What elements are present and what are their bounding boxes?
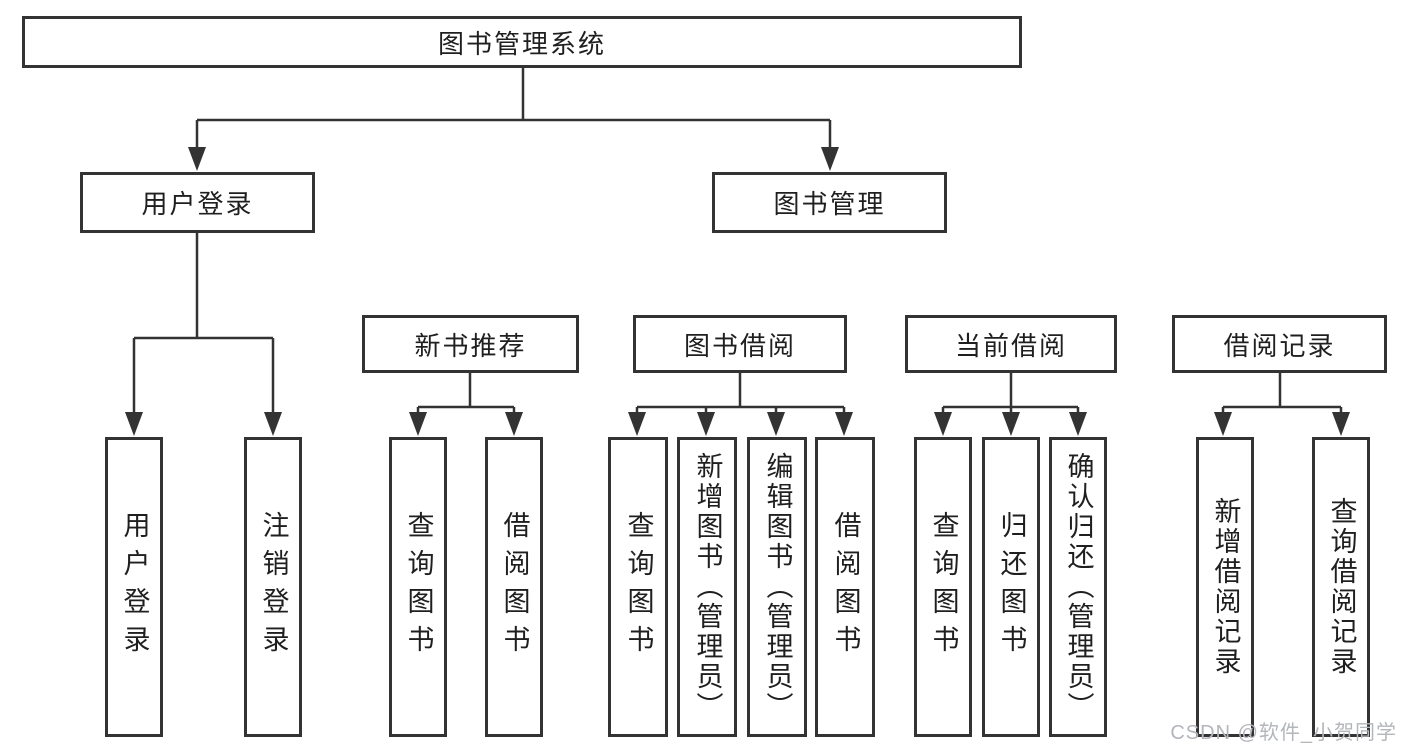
arrowheads xyxy=(125,147,1350,436)
leaf-query-books-recommend: 查询图书 xyxy=(389,437,447,737)
leaf-label: 查询图书 xyxy=(623,511,654,663)
leaf-query-books-borrowing: 查询图书 xyxy=(608,437,668,737)
leaf-label: 注销登录 xyxy=(258,511,289,663)
leaf-label: 借阅图书 xyxy=(499,511,530,663)
leaf-label: 归还图书 xyxy=(996,511,1027,663)
csdn-watermark: CSDN @软件_小贺同学 xyxy=(1170,722,1397,744)
node-new-book-recommend: 新书推荐 xyxy=(362,315,579,373)
leaf-label: 编辑图书（管理员） xyxy=(762,452,793,722)
leaf-borrow-books: 借阅图书 xyxy=(815,437,875,737)
leaf-label: 查询图书 xyxy=(403,511,434,663)
leaf-query-borrow-record: 查询借阅记录 xyxy=(1312,437,1370,737)
leaf-label: 新增图书（管理员） xyxy=(692,452,723,722)
node-label: 当前借阅 xyxy=(954,330,1067,361)
leaf-label: 查询借阅记录 xyxy=(1326,497,1357,677)
node-label: 用户登录 xyxy=(141,189,254,219)
leaf-label: 确认归还（管理员） xyxy=(1063,452,1094,722)
leaf-label: 查询图书 xyxy=(928,511,959,663)
node-label: 图书借阅 xyxy=(683,330,796,361)
leaf-logout-login: 注销登录 xyxy=(244,437,302,737)
node-label: 图书管理系统 xyxy=(437,28,606,59)
node-label: 借阅记录 xyxy=(1223,330,1336,361)
leaf-return-books: 归还图书 xyxy=(982,437,1040,737)
node-library-management-system: 图书管理系统 xyxy=(22,16,1022,68)
node-label: 图书管理 xyxy=(773,189,886,219)
leaf-label: 用户登录 xyxy=(119,511,150,663)
node-book-borrowing: 图书借阅 xyxy=(633,315,847,373)
leaf-add-borrow-record: 新增借阅记录 xyxy=(1196,437,1254,737)
leaf-add-books-admin: 新增图书（管理员） xyxy=(677,437,737,737)
node-label: 新书推荐 xyxy=(414,330,527,361)
leaf-edit-books-admin: 编辑图书（管理员） xyxy=(747,437,807,737)
node-current-borrowing: 当前借阅 xyxy=(905,315,1117,373)
leaf-confirm-return-admin: 确认归还（管理员） xyxy=(1049,437,1107,737)
leaf-borrow-books-recommend: 借阅图书 xyxy=(485,437,543,737)
node-book-management: 图书管理 xyxy=(712,172,947,233)
leaf-label: 新增借阅记录 xyxy=(1210,497,1241,677)
leaf-user-login: 用户登录 xyxy=(105,437,163,737)
leaf-label: 借阅图书 xyxy=(830,511,861,663)
leaf-query-books-current: 查询图书 xyxy=(914,437,972,737)
node-borrowing-records: 借阅记录 xyxy=(1172,315,1387,373)
node-user-login: 用户登录 xyxy=(80,172,315,233)
